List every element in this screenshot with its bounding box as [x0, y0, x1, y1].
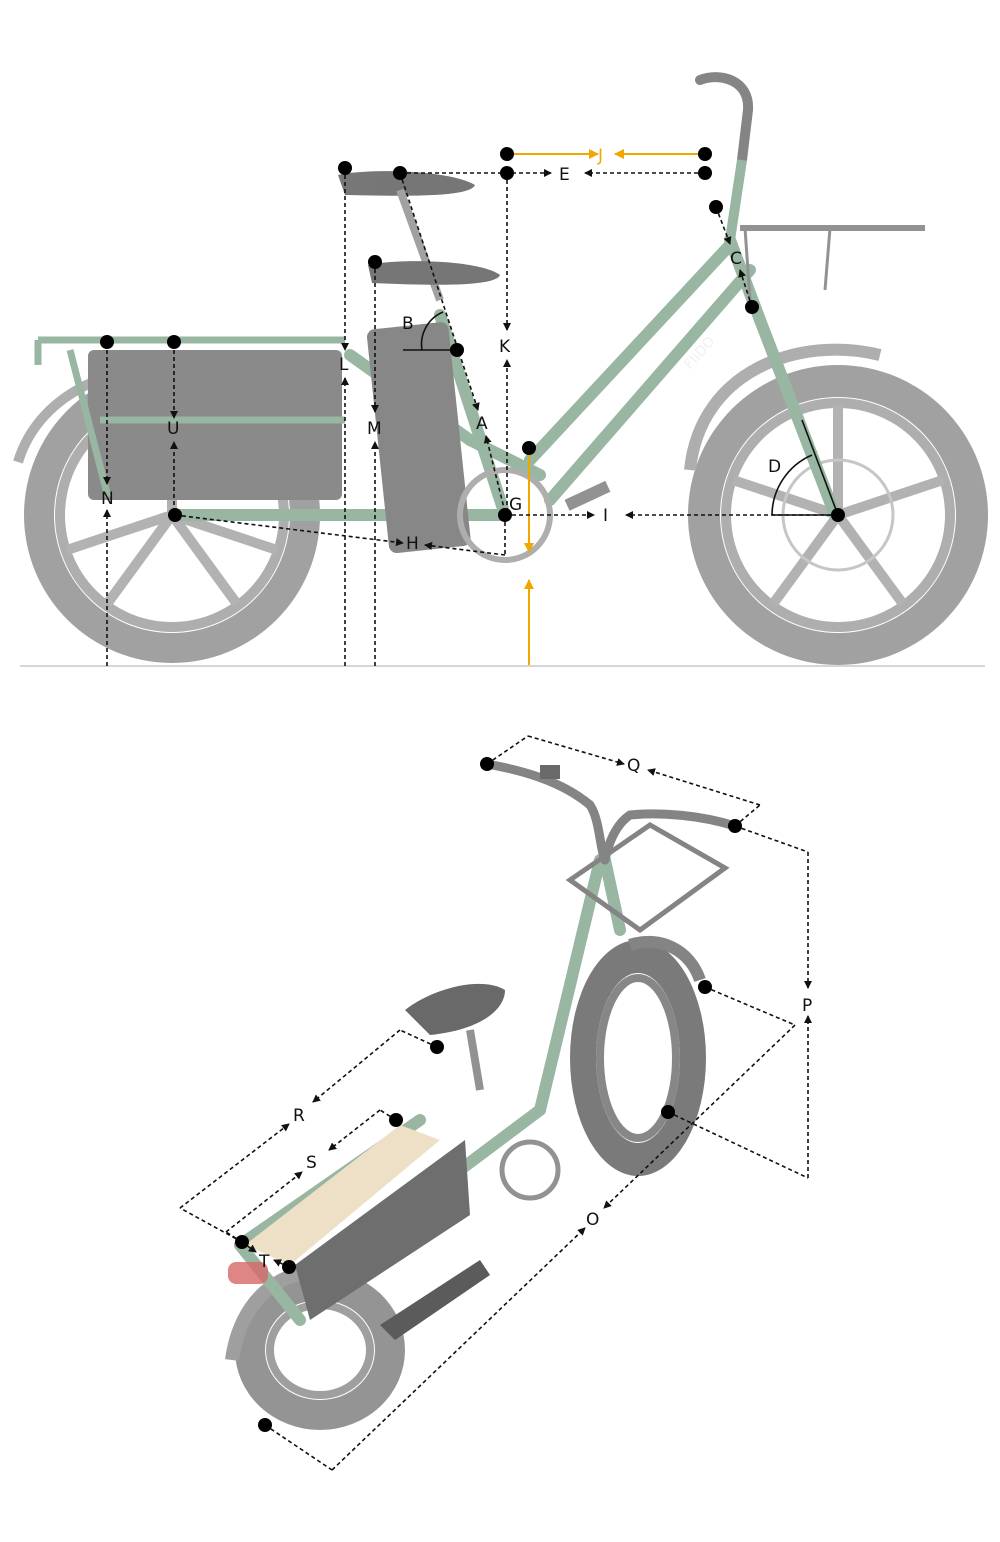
- label-r: R: [293, 1106, 305, 1126]
- label-n: N: [101, 489, 114, 509]
- side-view-bike: FIIDO: [13, 72, 988, 667]
- label-b: B: [402, 314, 414, 334]
- rear-view-side-bag: [295, 1140, 470, 1320]
- front-seat: [338, 171, 475, 196]
- rear-seat: [368, 261, 500, 285]
- side-view-annotations: J E K A B C D G I: [100, 146, 845, 666]
- label-d: D: [768, 457, 781, 477]
- label-k: K: [499, 337, 511, 357]
- label-o: O: [586, 1210, 599, 1230]
- rear-view-seat: [405, 983, 505, 1035]
- dimension-line-p: [734, 825, 809, 853]
- rear-view-annotations: Q P O R S T: [179, 735, 812, 1471]
- dimension-line-h: [174, 514, 404, 547]
- rear-rack: [34, 336, 345, 498]
- rear-view-basket: [565, 822, 730, 934]
- label-c: C: [730, 249, 742, 269]
- side-view-dots: [100, 147, 845, 522]
- label-m: M: [367, 419, 382, 439]
- front-fender: [684, 343, 882, 471]
- label-h: H: [406, 534, 419, 554]
- rear-view-dots: [235, 757, 742, 1432]
- label-l: L: [339, 355, 349, 375]
- rear-view-frame: [234, 854, 626, 1326]
- side-bag: [88, 350, 342, 500]
- dimension-line-q: [486, 735, 529, 765]
- label-e: E: [559, 165, 570, 185]
- label-a: A: [476, 414, 488, 434]
- handlebar: [695, 72, 754, 165]
- label-t: T: [258, 1252, 270, 1272]
- label-i: I: [603, 506, 608, 526]
- dimension-line-o: [704, 986, 796, 1026]
- tail-light: [228, 1262, 268, 1284]
- rear-view-handlebar: [482, 759, 610, 865]
- label-p: P: [802, 996, 812, 1016]
- label-g: G: [509, 495, 522, 515]
- label-u: U: [167, 419, 179, 439]
- rear-view-bike: [225, 759, 740, 1430]
- label-s: S: [306, 1153, 317, 1173]
- label-q: Q: [627, 756, 640, 776]
- battery-pack: [367, 322, 471, 553]
- label-j: J: [597, 146, 603, 166]
- pedal: [564, 480, 611, 511]
- wood-deck: [245, 1125, 440, 1265]
